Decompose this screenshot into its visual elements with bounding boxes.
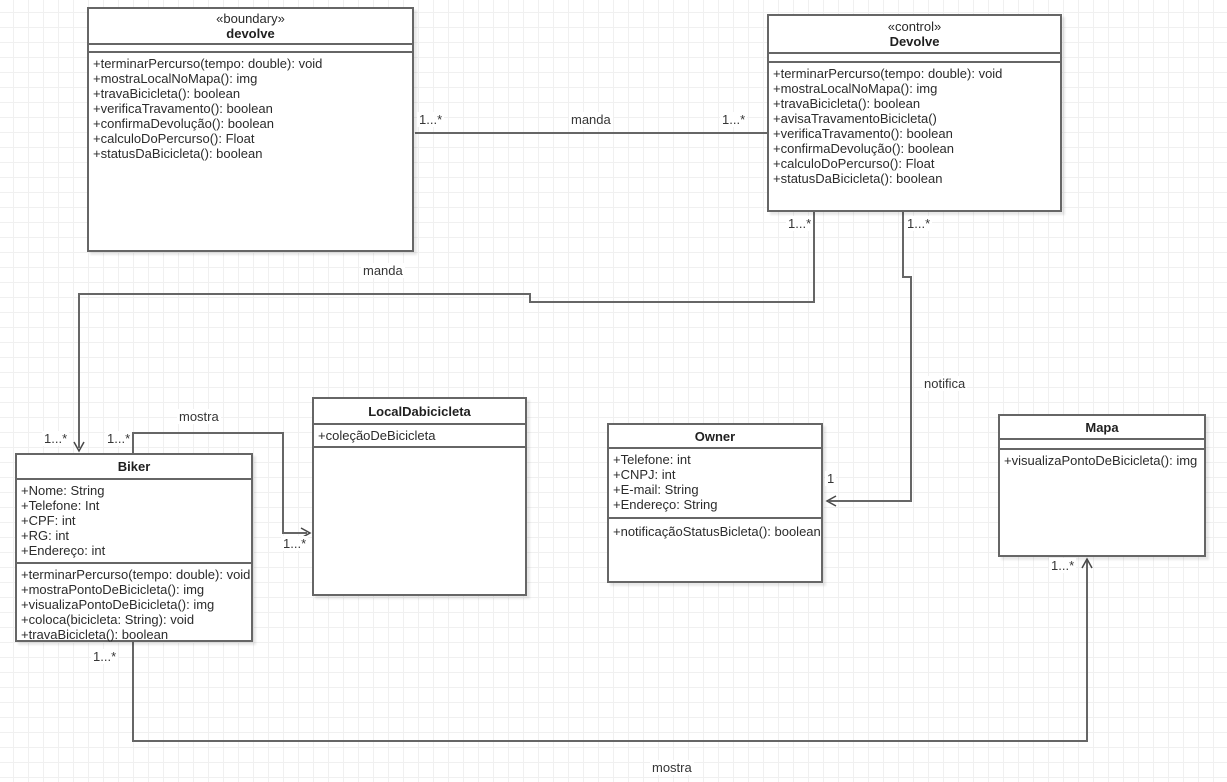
open-arrowhead bbox=[73, 441, 85, 453]
method-line: +verificaTravamento(): boolean bbox=[93, 101, 273, 116]
method-line: +travaBicicleta(): boolean bbox=[21, 627, 169, 642]
multiplicity-label[interactable]: 1...* bbox=[281, 536, 309, 551]
attribute-line: +Endereço: int bbox=[21, 543, 106, 558]
methods-compartment: +notificaçãoStatusBicleta(): boolean bbox=[609, 517, 821, 539]
class-name: LocalDabicicleta bbox=[368, 403, 471, 419]
empty-attributes-compartment bbox=[769, 54, 1060, 63]
class-name: Owner bbox=[694, 428, 736, 444]
method-line: +confirmaDevolução(): boolean bbox=[773, 141, 955, 156]
class-header: Mapa bbox=[1000, 416, 1204, 440]
multiplicity-label[interactable]: 1...* bbox=[720, 112, 748, 127]
class-header: LocalDabicicleta bbox=[314, 399, 525, 425]
attribute-line: +Telefone: Int bbox=[21, 498, 100, 513]
method-line: +notificaçãoStatusBicleta(): boolean bbox=[613, 524, 821, 539]
class-stereotype: «boundary» bbox=[216, 11, 285, 26]
method-line: +mostraLocalNoMapa(): img bbox=[93, 71, 258, 86]
class-header: «control» Devolve bbox=[769, 16, 1060, 54]
multiplicity-label[interactable]: 1...* bbox=[786, 216, 814, 231]
class-name: Mapa bbox=[1085, 419, 1119, 435]
method-line: +verificaTravamento(): boolean bbox=[773, 126, 953, 141]
empty-attributes-compartment bbox=[89, 45, 412, 53]
method-line: +mostraLocalNoMapa(): img bbox=[773, 81, 938, 96]
multiplicity-label[interactable]: 1...* bbox=[1049, 558, 1077, 573]
class-header: Owner bbox=[609, 425, 821, 449]
multiplicity-label[interactable]: 1 bbox=[825, 471, 837, 486]
empty-compartment bbox=[314, 448, 525, 451]
edge-notifica-devolve-owner[interactable] bbox=[829, 212, 912, 502]
method-line: +travaBicicleta(): boolean bbox=[93, 86, 241, 101]
methods-compartment: +terminarPercurso(tempo: double): void +… bbox=[89, 53, 412, 161]
multiplicity-label[interactable]: 1...* bbox=[105, 431, 133, 446]
class-owner[interactable]: Owner +Telefone: int +CNPJ: int +E-mail:… bbox=[607, 423, 823, 583]
method-line: +visualizaPontoDeBicicleta(): img bbox=[21, 597, 215, 612]
methods-compartment: +terminarPercurso(tempo: double): void +… bbox=[17, 562, 251, 642]
method-line: +coloca(bicicleta: String): void bbox=[21, 612, 195, 627]
attributes-compartment: +coleçãoDeBicicleta bbox=[314, 425, 525, 448]
class-boundary-devolve[interactable]: «boundary» devolve +terminarPercurso(tem… bbox=[87, 7, 414, 252]
class-name: Biker bbox=[117, 459, 151, 474]
methods-compartment: +terminarPercurso(tempo: double): void +… bbox=[769, 63, 1060, 186]
multiplicity-label[interactable]: 1...* bbox=[42, 431, 70, 446]
edge-label-mostra-upper[interactable]: mostra bbox=[177, 409, 221, 424]
attribute-line: +Endereço: String bbox=[613, 497, 718, 512]
method-line: +terminarPercurso(tempo: double): void bbox=[21, 567, 251, 582]
class-mapa[interactable]: Mapa +visualizaPontoDeBicicleta(): img bbox=[998, 414, 1206, 557]
class-localdabicicleta[interactable]: LocalDabicicleta +coleçãoDeBicicleta bbox=[312, 397, 527, 596]
multiplicity-label[interactable]: 1...* bbox=[91, 649, 119, 664]
method-line: +terminarPercurso(tempo: double): void bbox=[773, 66, 1003, 81]
class-name: Devolve bbox=[889, 34, 940, 49]
attribute-line: +RG: int bbox=[21, 528, 70, 543]
empty-attributes-compartment bbox=[1000, 440, 1204, 450]
method-line: +statusDaBicicleta(): boolean bbox=[773, 171, 943, 186]
multiplicity-label[interactable]: 1...* bbox=[417, 112, 445, 127]
attribute-line: +CNPJ: int bbox=[613, 467, 676, 482]
method-line: +calculoDoPercurso(): Float bbox=[93, 131, 255, 146]
attribute-line: +CPF: int bbox=[21, 513, 76, 528]
open-arrowhead bbox=[825, 495, 837, 507]
attribute-line: +Nome: String bbox=[21, 483, 105, 498]
method-line: +visualizaPontoDeBicicleta(): img bbox=[1004, 453, 1198, 468]
methods-compartment: +visualizaPontoDeBicicleta(): img bbox=[1000, 450, 1204, 468]
method-line: +confirmaDevolução(): boolean bbox=[93, 116, 275, 131]
attribute-line: +coleçãoDeBicicleta bbox=[318, 428, 436, 443]
edge-label-manda-lower[interactable]: manda bbox=[361, 263, 405, 278]
attributes-compartment: +Telefone: int +CNPJ: int +E-mail: Strin… bbox=[609, 449, 821, 517]
class-biker[interactable]: Biker +Nome: String +Telefone: Int +CPF:… bbox=[15, 453, 253, 642]
edge-mostra-biker-mapa[interactable] bbox=[132, 561, 1088, 742]
class-header: Biker bbox=[17, 455, 251, 480]
method-line: +calculoDoPercurso(): Float bbox=[773, 156, 935, 171]
attribute-line: +Telefone: int bbox=[613, 452, 691, 467]
method-line: +mostraPontoDeBicicleta(): img bbox=[21, 582, 205, 597]
class-control-devolve[interactable]: «control» Devolve +terminarPercurso(temp… bbox=[767, 14, 1062, 212]
method-line: +travaBicicleta(): boolean bbox=[773, 96, 921, 111]
class-stereotype: «control» bbox=[887, 19, 942, 34]
edge-label-manda-top[interactable]: manda bbox=[569, 112, 613, 127]
method-line: +statusDaBicicleta(): boolean bbox=[93, 146, 263, 161]
edge-label-mostra-bottom[interactable]: mostra bbox=[650, 760, 694, 775]
attributes-compartment: +Nome: String +Telefone: Int +CPF: int +… bbox=[17, 480, 251, 562]
method-line: +terminarPercurso(tempo: double): void bbox=[93, 56, 323, 71]
multiplicity-label[interactable]: 1...* bbox=[905, 216, 933, 231]
edge-label-notifica[interactable]: notifica bbox=[922, 376, 968, 391]
method-line: +avisaTravamentoBicicleta() bbox=[773, 111, 937, 126]
class-header: «boundary» devolve bbox=[89, 9, 412, 45]
open-arrowhead bbox=[1081, 557, 1093, 569]
attribute-line: +E-mail: String bbox=[613, 482, 699, 497]
class-name: devolve bbox=[226, 26, 275, 41]
